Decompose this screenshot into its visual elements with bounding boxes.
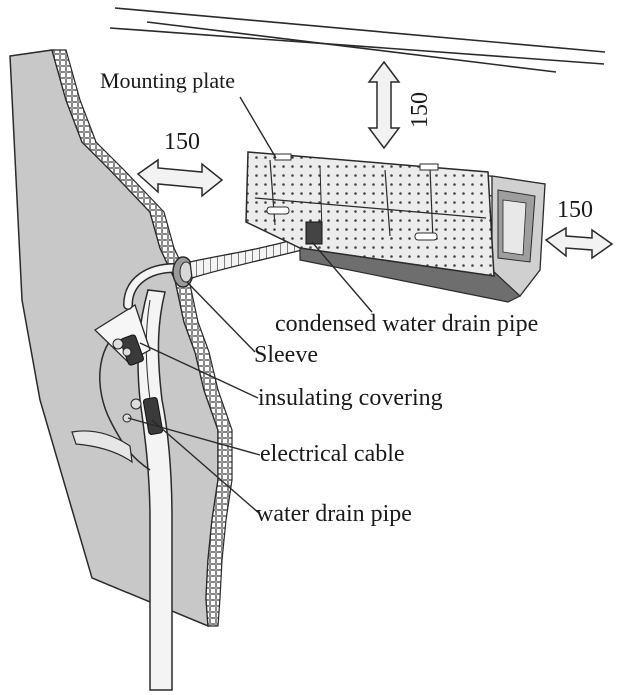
clearance-arrow-top [367,60,401,150]
clearance-arrow-right [544,226,614,260]
label-sleeve: Sleeve [254,342,318,368]
label-electrical-cable: electrical cable [260,441,405,467]
label-water-drain-pipe: water drain pipe [256,501,412,527]
label-insulating-covering: insulating covering [258,385,443,411]
clearance-top-value: 150 [407,92,433,128]
indoor-unit [245,151,546,303]
label-condensed-water-drain-pipe: condensed water drain pipe [275,311,539,337]
clearance-left-value: 150 [164,129,200,155]
ceiling-lines [109,7,606,73]
pipe-bundle [71,263,180,691]
connecting-hose [189,237,303,279]
sleeve [172,256,194,288]
clearance-right-value: 150 [557,197,593,223]
clearance-arrow-left [136,158,224,198]
leader-lines [127,96,373,515]
label-mounting-plate: Mounting plate [100,68,236,93]
